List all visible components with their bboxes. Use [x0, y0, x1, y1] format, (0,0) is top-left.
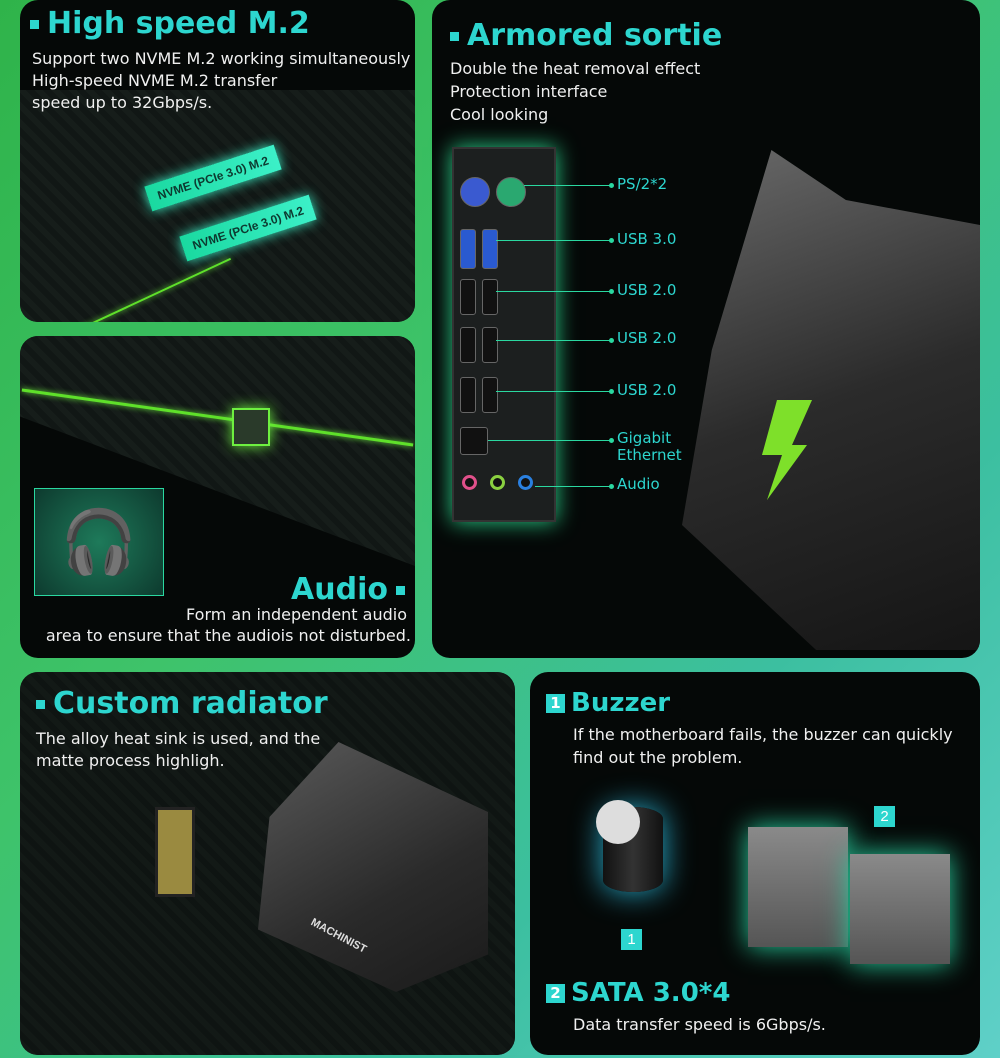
callout-dot [609, 238, 614, 243]
port-label-usb3: USB 3.0 [617, 230, 677, 248]
audio-chip [232, 408, 270, 446]
radiator-line: The alloy heat sink is used, and the [36, 729, 321, 748]
number-badge: 1 [546, 694, 565, 713]
m2-slot-image [155, 807, 195, 897]
port-label-usb2: USB 2.0 [617, 381, 677, 399]
marker-2: 2 [874, 806, 895, 827]
callout-line [496, 240, 612, 241]
mic-in-jack [462, 475, 477, 490]
usb2-port [482, 279, 498, 315]
title-text: Custom radiator [53, 686, 328, 721]
ps2-mouse-port [496, 177, 526, 207]
port-label-usb2: USB 2.0 [617, 329, 677, 347]
usb2-port [460, 279, 476, 315]
line-out-jack [490, 475, 505, 490]
io-panel: Armored sortie Double the heat removal e… [432, 0, 980, 658]
callout-dot [609, 183, 614, 188]
usb2-port [482, 377, 498, 413]
m2-line: High-speed NVME M.2 transfer [32, 71, 278, 90]
section-title: Audio [291, 572, 405, 607]
ethernet-port [460, 427, 488, 455]
m2-line: speed up to 32Gbps/s. [32, 93, 213, 112]
headphones-image: 🎧 [34, 488, 164, 596]
callout-line [535, 486, 612, 487]
io-line: Double the heat removal effect [450, 59, 701, 78]
usb2-port [460, 377, 476, 413]
sata-title: 2 SATA 3.0*4 [546, 978, 730, 1008]
callout-dot [609, 438, 614, 443]
io-line: Protection interface [450, 82, 608, 101]
ps2-keyboard-port [460, 177, 490, 207]
title-text: SATA 3.0*4 [571, 978, 731, 1008]
io-line: Cool looking [450, 105, 549, 124]
section-title: High speed M.2 [30, 6, 310, 41]
title-text: High speed M.2 [47, 6, 310, 41]
marker-1: 1 [621, 929, 642, 950]
section-title: Armored sortie [450, 18, 722, 53]
radiator-line: matte process highligh. [36, 751, 225, 770]
m2-line: Support two NVME M.2 working simultaneou… [32, 49, 411, 68]
section-title: Custom radiator [36, 686, 328, 721]
armor-heatsink-image [682, 150, 980, 650]
callout-dot [609, 289, 614, 294]
title-text: Buzzer [571, 688, 671, 718]
buzzer-line: find out the problem. [573, 748, 743, 767]
title-text: Armored sortie [467, 18, 723, 53]
sata-connector-image [748, 827, 848, 947]
buzzer-line: If the motherboard fails, the buzzer can… [573, 725, 953, 744]
buzzer-sata-panel: 1 Buzzer If the motherboard fails, the bu… [530, 672, 980, 1055]
motherboard-image [20, 90, 415, 322]
sata-connector-image [850, 854, 950, 964]
number-badge: 2 [546, 984, 565, 1003]
io-shield [452, 147, 556, 522]
buzzer-title: 1 Buzzer [546, 688, 670, 718]
usb2-port [482, 327, 498, 363]
buzzer-sticker [596, 800, 640, 844]
callout-line [496, 391, 612, 392]
callout-dot [609, 484, 614, 489]
radiator-panel: MACHINIST Custom radiator The alloy heat… [20, 672, 515, 1055]
port-label-ps2: PS/2*2 [617, 175, 668, 193]
callout-line [496, 291, 612, 292]
usb3-port [482, 229, 498, 269]
audio-line: area to ensure that the audiois not dist… [45, 626, 411, 645]
line-in-jack [518, 475, 533, 490]
m2-panel: NVME (PCIe 3.0) M.2 NVME (PCIe 3.0) M.2 … [20, 0, 415, 322]
port-label-usb2: USB 2.0 [617, 281, 677, 299]
title-text: Audio [291, 572, 388, 607]
callout-dot [609, 389, 614, 394]
audio-line: Form an independent audio [186, 605, 407, 624]
port-label-ethernet: Gigabit Ethernet [617, 429, 682, 464]
callout-line [496, 340, 612, 341]
callout-line [488, 440, 612, 441]
callout-line [524, 185, 612, 186]
usb3-port [460, 229, 476, 269]
sata-line: Data transfer speed is 6Gbps/s. [573, 1015, 826, 1034]
audio-panel: 🎧 Audio Form an independent audio area t… [20, 336, 415, 658]
usb2-port [460, 327, 476, 363]
port-label-audio: Audio [617, 475, 660, 493]
callout-dot [609, 338, 614, 343]
